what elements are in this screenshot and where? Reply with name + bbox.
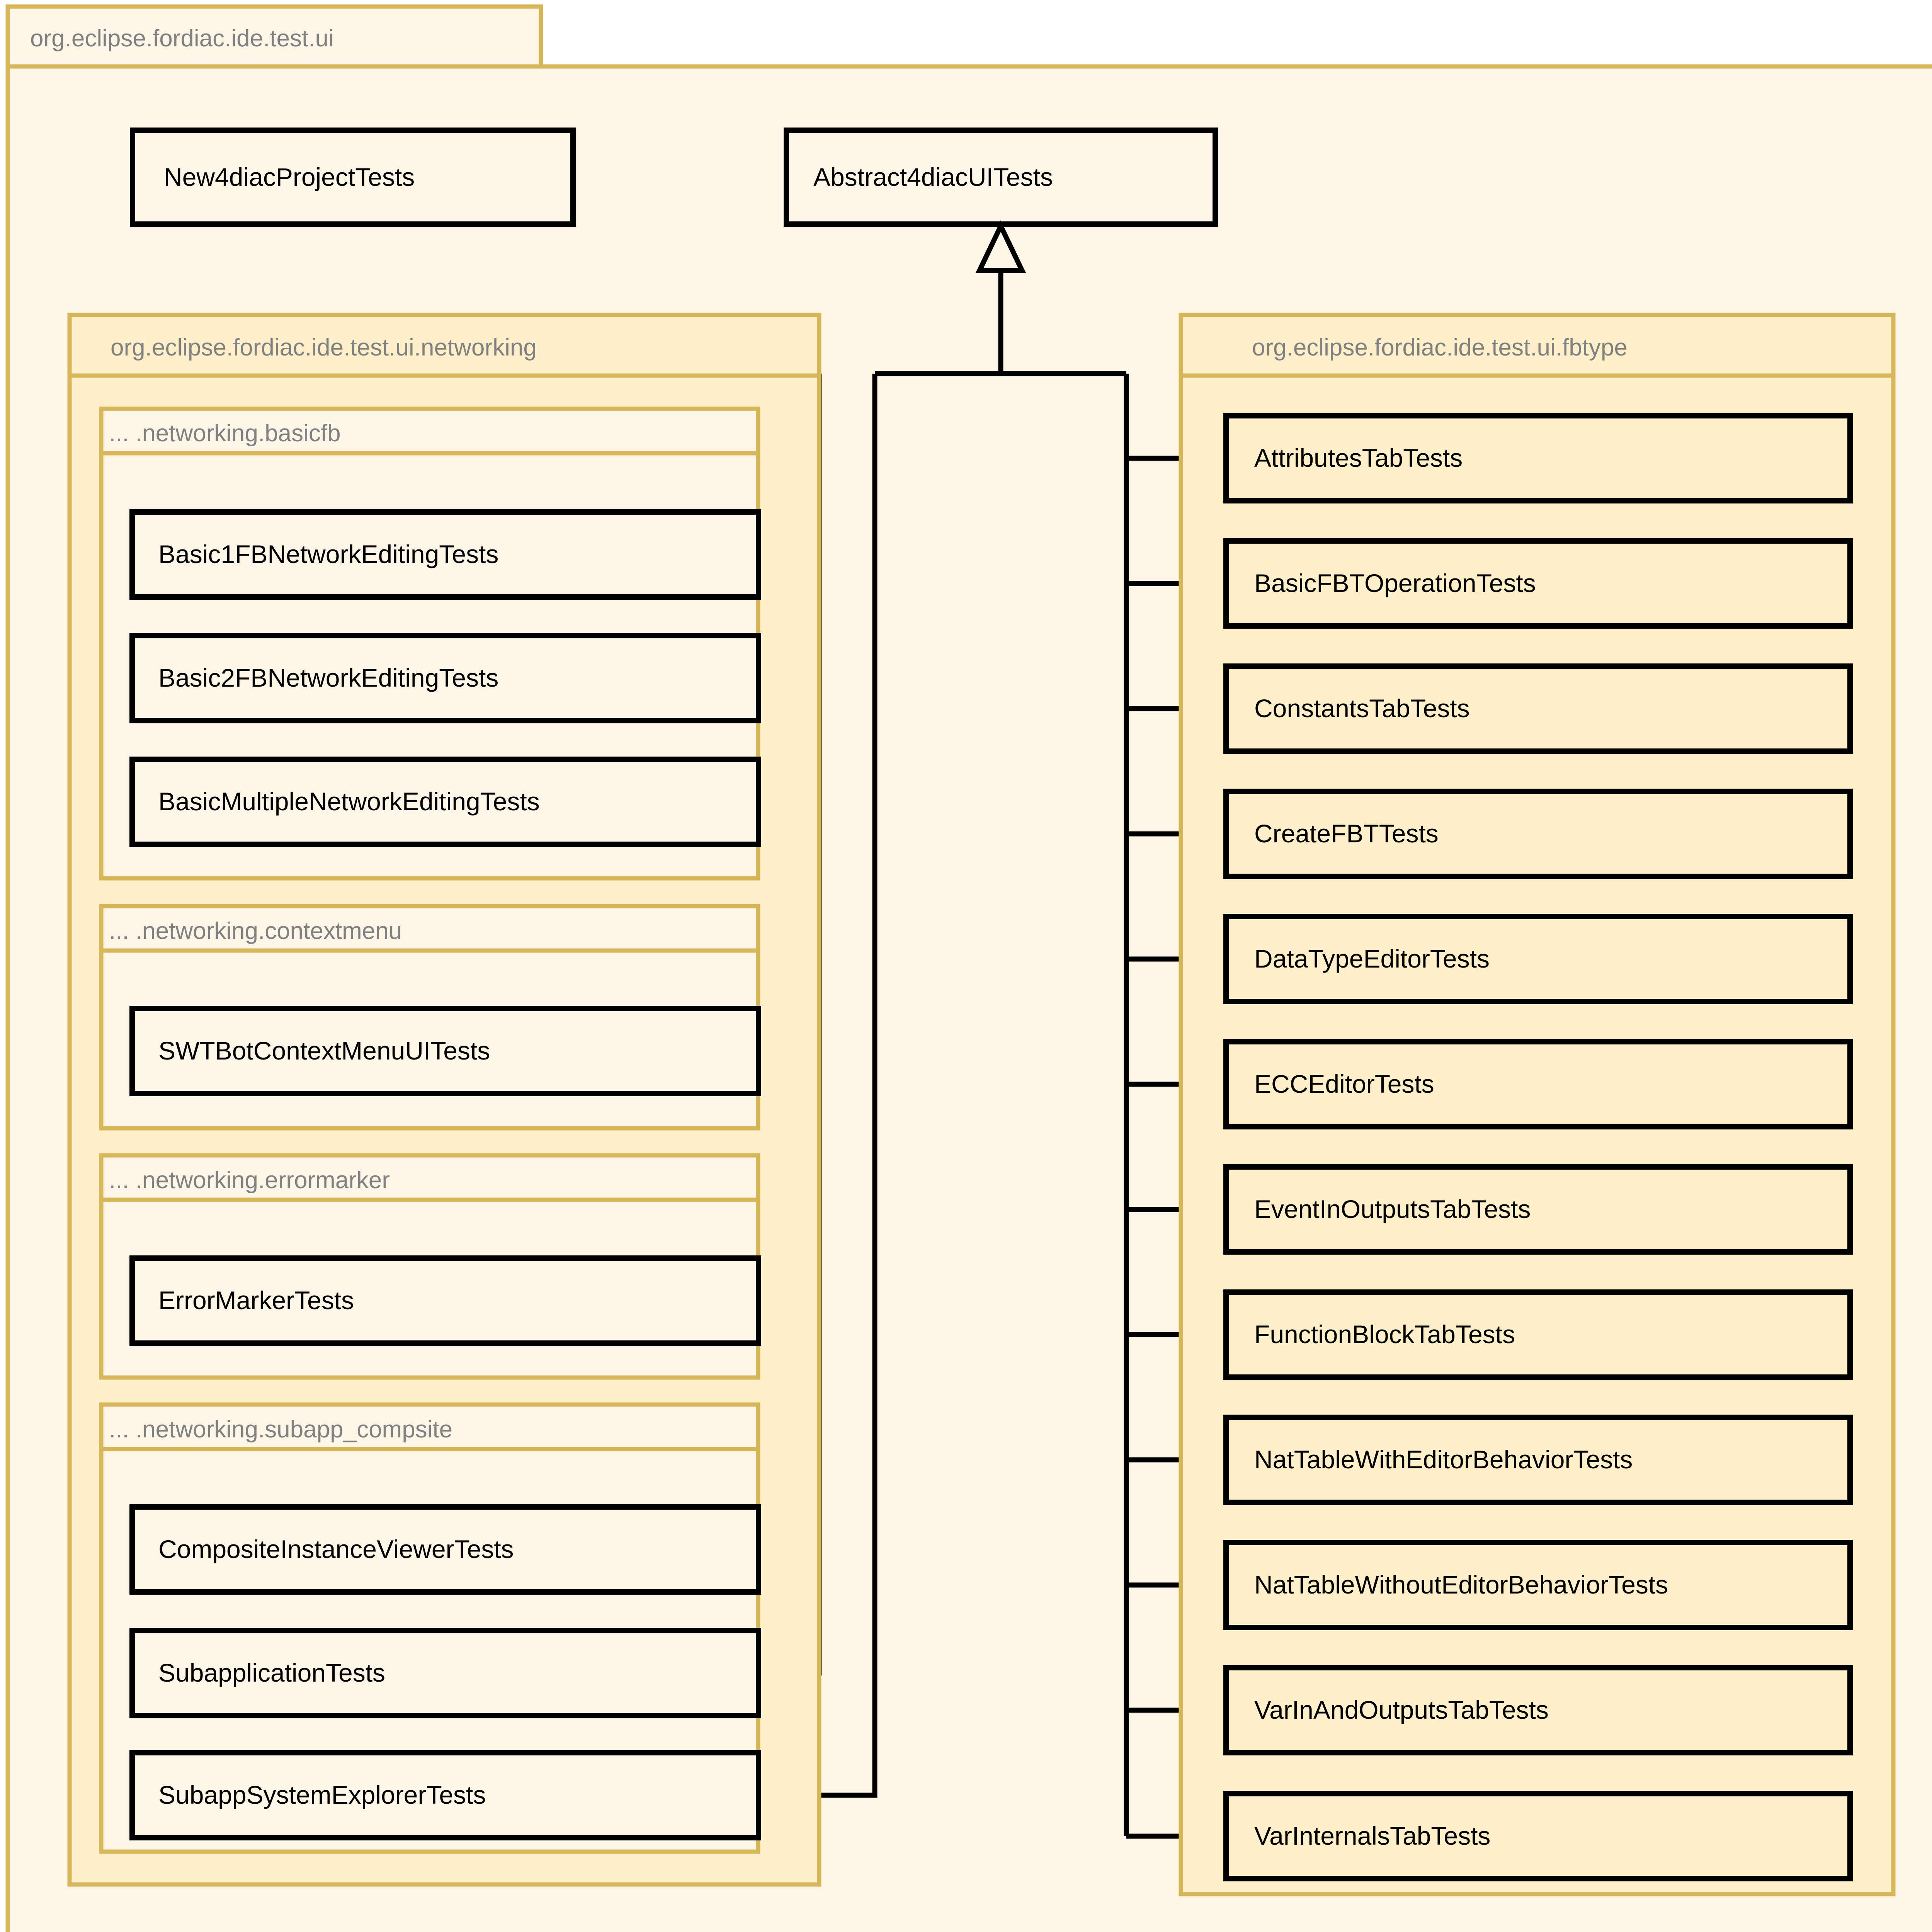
class-box [130, 128, 576, 227]
class-box [129, 509, 761, 600]
class-createfbttests[interactable]: CreateFBTTests [1223, 789, 1853, 879]
class-box [129, 1255, 761, 1346]
class-box [1223, 1039, 1853, 1129]
class-label: New4diacProjectTests [164, 163, 415, 191]
class-label: Basic1FBNetworkEditingTests [158, 540, 498, 568]
class-box [1223, 1540, 1853, 1630]
package-root-label: org.eclipse.fordiac.ide.test.ui [30, 25, 334, 52]
package-subapp-tab [99, 1402, 760, 1453]
class-box [129, 633, 761, 723]
class-label: CreateFBTTests [1254, 819, 1439, 848]
class-box [1223, 1164, 1853, 1255]
package-networking-label: org.eclipse.fordiac.ide.test.ui.networki… [111, 334, 537, 361]
class-label: Basic2FBNetworkEditingTests [158, 663, 498, 692]
class-functionblocktabtests[interactable]: FunctionBlockTabTests [1223, 1289, 1853, 1380]
package-networking-tab [67, 313, 821, 380]
class-subapplicationtests[interactable]: SubapplicationTests [129, 1628, 761, 1718]
package-networking-basicfb[interactable]: ... .networking.basicfb Basic1FBNetworkE… [99, 406, 761, 881]
class-box [129, 1628, 761, 1718]
class-label: ECCEditorTests [1254, 1070, 1434, 1098]
package-fbtype[interactable]: org.eclipse.fordiac.ide.test.ui.fbtype A… [1179, 313, 1896, 1896]
package-networking-subapp-compsite[interactable]: ... .networking.subapp_compsite Composit… [99, 1402, 761, 1854]
class-nattablewitheditorbehaviortests[interactable]: NatTableWithEditorBehaviorTests [1223, 1415, 1853, 1505]
class-box [1223, 413, 1853, 503]
class-label: NatTableWithoutEditorBehaviorTests [1254, 1570, 1668, 1599]
class-box [1223, 1791, 1853, 1881]
class-varinandoutputstabtests[interactable]: VarInAndOutputsTabTests [1223, 1665, 1853, 1755]
class-label: ErrorMarkerTests [158, 1286, 354, 1315]
package-errormarker-tab [99, 1153, 760, 1204]
class-label: SubappSystemExplorerTests [158, 1781, 486, 1809]
class-eventinoutputstabtests[interactable]: EventInOutputsTabTests [1223, 1164, 1853, 1255]
class-label: SWTBotContextMenuUITests [158, 1036, 490, 1065]
package-contextmenu-label: ... .networking.contextmenu [109, 918, 402, 944]
class-box [1223, 1665, 1853, 1755]
class-label: Abstract4diacUITests [813, 163, 1053, 191]
class-box [129, 1006, 761, 1096]
class-box [784, 128, 1218, 227]
class-attributestabtests[interactable]: AttributesTabTests [1223, 413, 1853, 503]
class-label: EventInOutputsTabTests [1254, 1195, 1531, 1223]
class-swtbotcontextmenuuitests[interactable]: SWTBotContextMenuUITests [129, 1006, 761, 1096]
class-box [1223, 789, 1853, 879]
package-fbtype-label: org.eclipse.fordiac.ide.test.ui.fbtype [1252, 334, 1628, 361]
class-abstract4diacuitests[interactable]: Abstract4diacUITests [784, 128, 1218, 227]
class-label: VarInAndOutputsTabTests [1254, 1696, 1549, 1724]
class-varinternalstabtests[interactable]: VarInternalsTabTests [1223, 1791, 1853, 1881]
class-box [129, 1504, 761, 1595]
class-label: AttributesTabTests [1254, 444, 1463, 472]
class-label: SubapplicationTests [158, 1658, 385, 1687]
class-label: FunctionBlockTabTests [1254, 1320, 1515, 1349]
class-label: DataTypeEditorTests [1254, 944, 1490, 973]
package-root-tab [5, 4, 543, 71]
class-basic1fbnetworkeditingtests[interactable]: Basic1FBNetworkEditingTests [129, 509, 761, 600]
class-compositeinstanceviewertests[interactable]: CompositeInstanceViewerTests [129, 1504, 761, 1595]
class-ecceditortests[interactable]: ECCEditorTests [1223, 1039, 1853, 1129]
class-box [129, 1750, 761, 1840]
class-box [129, 757, 761, 847]
class-errormarkertests[interactable]: ErrorMarkerTests [129, 1255, 761, 1346]
class-box [1223, 538, 1853, 629]
class-constantstabtests[interactable]: ConstantsTabTests [1223, 663, 1853, 754]
class-basicmultiplenetworkeditingtests[interactable]: BasicMultipleNetworkEditingTests [129, 757, 761, 847]
package-basicfb-tab [99, 406, 760, 457]
class-label: BasicFBTOperationTests [1254, 569, 1536, 597]
class-label: CompositeInstanceViewerTests [158, 1535, 514, 1563]
class-subappsystemexplorertests[interactable]: SubappSystemExplorerTests [129, 1750, 761, 1840]
class-box [1223, 1415, 1853, 1505]
class-box [1223, 914, 1853, 1004]
package-networking-errormarker[interactable]: ... .networking.errormarker ErrorMarkerT… [99, 1153, 761, 1380]
class-basicfbtoperationtests[interactable]: BasicFBTOperationTests [1223, 538, 1853, 629]
class-label: NatTableWithEditorBehaviorTests [1254, 1445, 1633, 1474]
package-subapp-label: ... .networking.subapp_compsite [109, 1416, 452, 1443]
class-basic2fbnetworkeditingtests[interactable]: Basic2FBNetworkEditingTests [129, 633, 761, 723]
class-box [1223, 1289, 1853, 1380]
class-label: ConstantsTabTests [1254, 694, 1470, 723]
package-basicfb-label: ... .networking.basicfb [109, 420, 341, 447]
class-datatypeeditortests[interactable]: DataTypeEditorTests [1223, 914, 1853, 1004]
class-box [1223, 663, 1853, 754]
package-errormarker-label: ... .networking.errormarker [109, 1167, 390, 1194]
class-label: BasicMultipleNetworkEditingTests [158, 787, 540, 816]
package-fbtype-tab [1179, 313, 1896, 380]
package-networking-contextmenu[interactable]: ... .networking.contextmenu SWTBotContex… [99, 904, 761, 1131]
class-label: VarInternalsTabTests [1254, 1821, 1490, 1850]
class-new4diacprojecttests[interactable]: New4diacProjectTests [130, 128, 576, 227]
class-nattablewithouteditorbehaviortests[interactable]: NatTableWithoutEditorBehaviorTests [1223, 1540, 1853, 1630]
